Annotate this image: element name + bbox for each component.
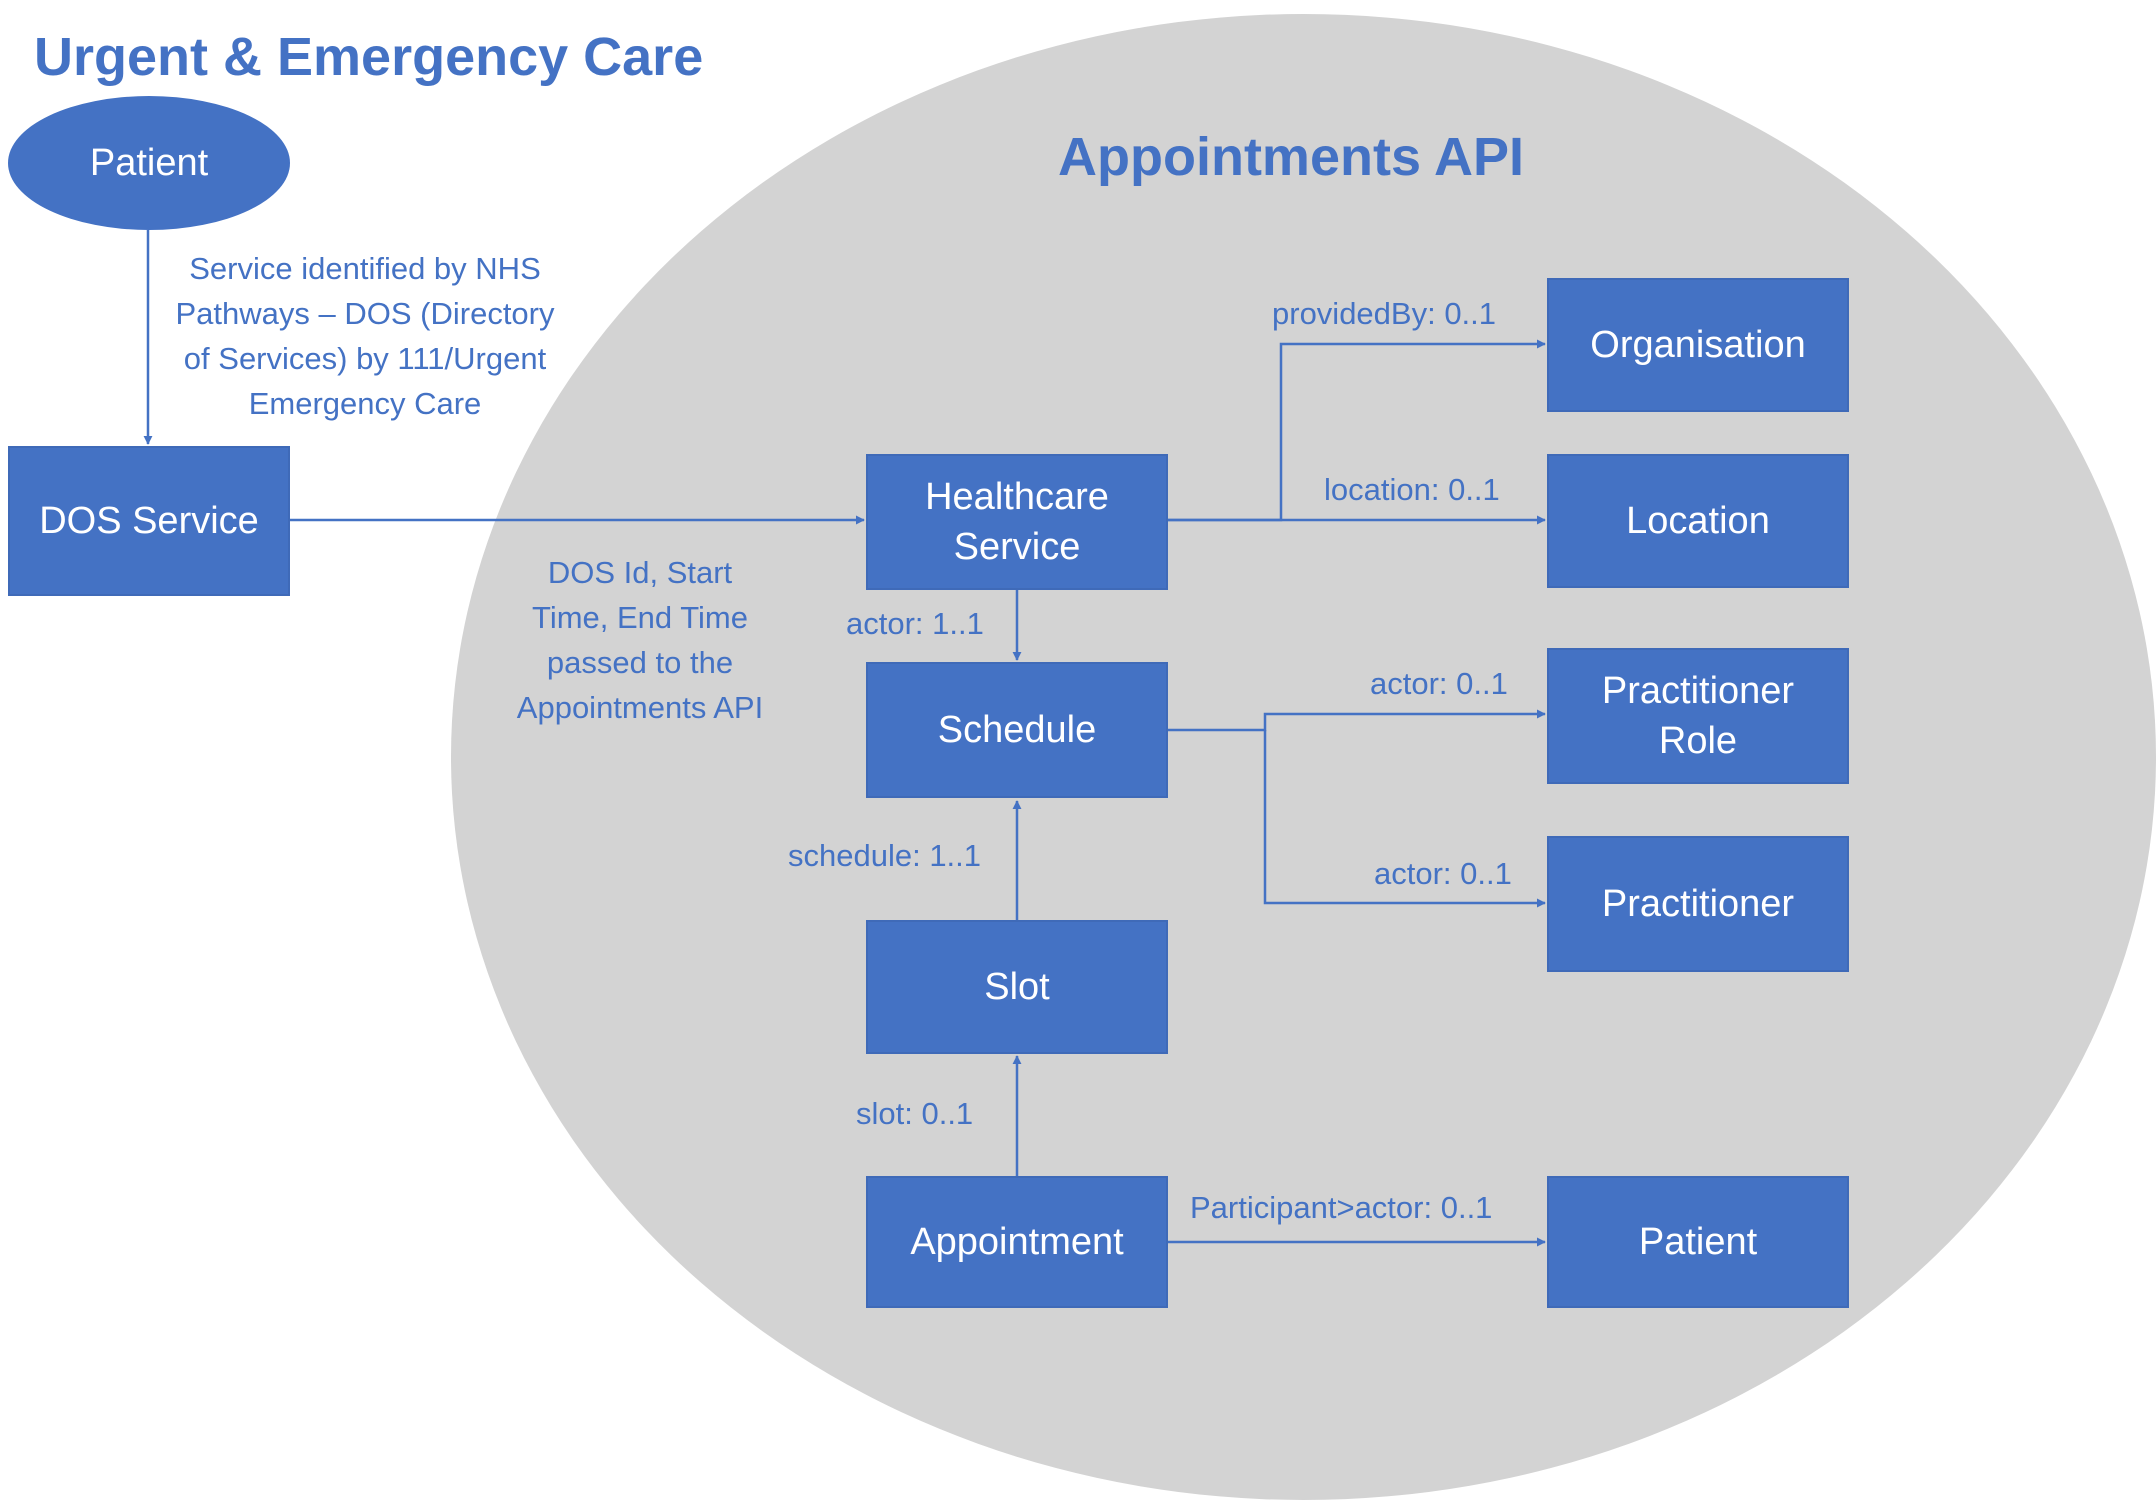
organisation-node: Organisation	[1547, 278, 1849, 412]
actor-role-label: actor: 0..1	[1370, 666, 1508, 701]
dos-passed-note: DOS Id, Start Time, End Time passed to t…	[516, 555, 764, 725]
schedule-label: Schedule	[937, 708, 1097, 751]
slot-node: Slot	[866, 920, 1168, 1054]
dos-service-label: DOS Service	[39, 499, 259, 542]
practitioner-role-label: Practitioner Role	[1601, 669, 1795, 762]
location-node: Location	[1547, 454, 1849, 588]
healthcare-service-node: Healthcare Service	[866, 454, 1168, 590]
practitioner-label: Practitioner	[1601, 882, 1795, 925]
patient-origin-label: Patient	[89, 141, 209, 184]
schedule-to-practitioner-arrow	[1263, 730, 1546, 908]
organisation-label: Organisation	[1590, 323, 1806, 366]
actor-practitioner-label: actor: 0..1	[1374, 856, 1512, 891]
dos-identification-note: Service identified by NHS Pathways – DOS…	[175, 251, 555, 421]
healthcare-service-label: Healthcare Service	[925, 475, 1109, 568]
participant-label: Participant>actor: 0..1	[1190, 1190, 1493, 1225]
patient-origin-node: Patient	[8, 96, 290, 230]
practitioner-node: Practitioner	[1547, 836, 1849, 972]
schedule-relation-label: schedule: 1..1	[788, 838, 982, 873]
patient-label: Patient	[1638, 1220, 1758, 1263]
api-title: Appointments API	[1058, 127, 1524, 187]
patient-node: Patient	[1547, 1176, 1849, 1308]
location-label: Location	[1626, 499, 1770, 542]
dos-service-node: DOS Service	[8, 446, 290, 596]
schedule-to-role-arrow	[1167, 709, 1546, 732]
slot-relation-label: slot: 0..1	[856, 1096, 974, 1131]
location-relation-label: location: 0..1	[1324, 472, 1500, 507]
provided-by-label: providedBy: 0..1	[1272, 296, 1497, 331]
practitioner-role-node: Practitioner Role	[1547, 648, 1849, 784]
appointment-label: Appointment	[910, 1220, 1124, 1263]
appointments-api-boundary	[451, 14, 2156, 1500]
actor-schedule-label: actor: 1..1	[846, 606, 984, 641]
appointment-node: Appointment	[866, 1176, 1168, 1308]
slot-label: Slot	[984, 965, 1050, 1008]
page-title: Urgent & Emergency Care	[34, 27, 704, 87]
schedule-node: Schedule	[866, 662, 1168, 798]
